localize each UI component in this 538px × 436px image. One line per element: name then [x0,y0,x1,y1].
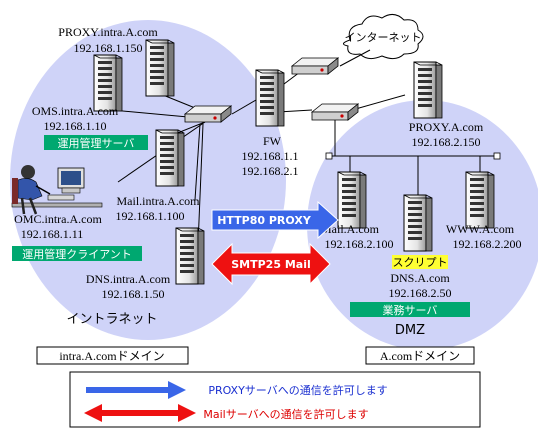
legend-blue-arrow [86,381,186,399]
fw-ip-2: 192.168.2.1 [242,164,299,178]
intra-domain-label: intra.A.comドメイン [59,349,164,363]
intranet-label: イントラネット [66,312,157,327]
proxy-dmz-server-icon [413,61,443,119]
internet-label: インターネット [345,31,422,44]
www-name: WWW.A.com [446,222,515,236]
mail-intra-server-icon [155,129,185,187]
proxy-dmz-ip: 192.168.2.150 [412,135,481,149]
legend-mail-text: Mailサーバへの通信を許可します [203,408,368,421]
mail-intra-ip: 192.168.1.100 [116,209,185,223]
script-label: スクリプト [393,256,448,269]
http-proxy-label: HTTP80 PROXY [217,214,312,227]
fw-ip-1: 192.168.1.1 [242,149,299,163]
dmz-label: DMZ [395,323,425,338]
proxy-dmz-name: PROXY.A.com [409,120,484,134]
proxy-intra-name: PROXY.intra.A.com [58,25,158,39]
bus-terminator-left [325,152,333,160]
bus-terminator-right [493,152,501,160]
smtp-mail-arrow: SMTP25 Mail [211,242,331,286]
dns-dmz-name: DNS.A.com [390,271,450,285]
dns-dmz-server-icon [403,194,433,252]
oms-ip: 192.168.1.10 [44,119,107,133]
fw-name: FW [263,134,282,148]
dns-dmz-ip: 192.168.2.50 [389,286,452,300]
ops-client-label: 運用管理クライアント [22,247,132,261]
www-ip: 192.168.2.200 [453,237,522,251]
ops-client-tag: 運用管理クライアント [12,246,142,261]
dns-intra-server-icon [175,227,205,285]
a-domain-label: A.comドメイン [380,349,460,363]
mail-dmz-server-icon [337,171,367,229]
omc-ip: 192.168.1.11 [21,227,84,241]
internet-cloud: インターネット [343,14,424,60]
legend-box: PROXYサーバへの通信を許可します Mailサーバへの通信を許可します [69,371,481,428]
legend-proxy-text: PROXYサーバへの通信を許可します [208,384,387,397]
ops-server-tag: 運用管理サーバ [44,135,148,150]
a-domain-box: A.comドメイン [365,346,475,365]
oms-server-icon [93,54,123,112]
business-server-tag: 業務サーバ [350,302,470,317]
ops-server-label: 運用管理サーバ [58,136,135,150]
intra-domain-box: intra.A.comドメイン [36,346,189,365]
firewall-icon [255,69,285,127]
omc-name: OMC.intra.A.com [14,212,102,226]
dns-intra-name: DNS.intra.A.com [86,272,171,286]
proxy-intra-server-icon [145,39,175,97]
business-server-label: 業務サーバ [383,303,438,317]
script-tag: スクリプト [392,255,448,269]
legend-red-arrow [84,404,196,422]
mail-intra-name: Mail.intra.A.com [117,194,201,208]
mail-dmz-ip: 192.168.2.100 [325,237,394,251]
www-server-icon [465,171,495,229]
dns-intra-ip: 192.168.1.50 [102,287,165,301]
proxy-intra-ip: 192.168.1.150 [74,41,143,55]
http-proxy-arrow: HTTP80 PROXY [211,200,339,240]
dmz-hub-icon [311,103,359,121]
mail-dmz-name: Mail.A.com [321,222,380,236]
oms-name: OMS.intra.A.com [32,104,119,118]
intranet-hub-icon [184,105,232,123]
network-links [111,49,497,246]
operator-workstation-icon [11,165,103,215]
smtp-mail-label: SMTP25 Mail [231,258,310,271]
internet-router-icon [291,57,339,75]
